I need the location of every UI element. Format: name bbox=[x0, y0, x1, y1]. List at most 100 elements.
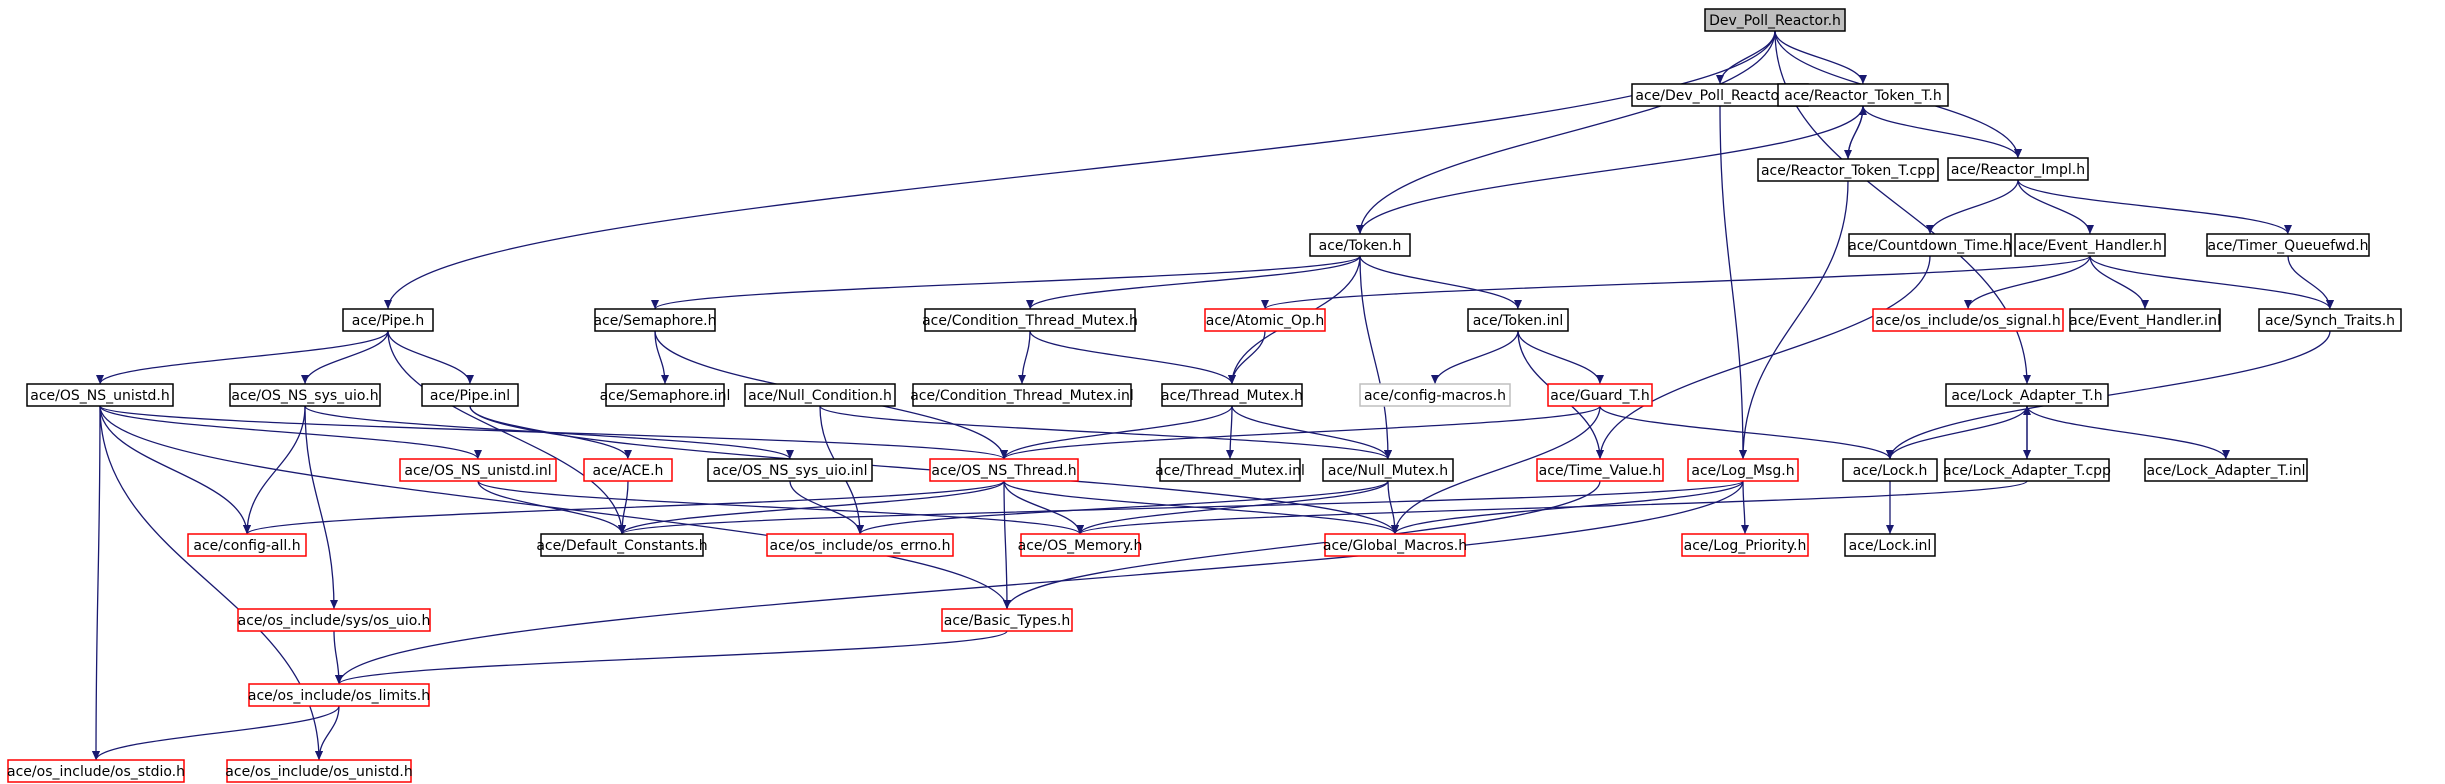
node-lock-h[interactable]: ace/Lock.h bbox=[1842, 458, 1938, 482]
node-atomic-op[interactable]: ace/Atomic_Op.h bbox=[1204, 308, 1326, 332]
node-box bbox=[1467, 308, 1569, 332]
node-label: ace/Pipe.inl bbox=[430, 388, 510, 404]
node-ctm-h[interactable]: ace/Condition_Thread_Mutex.h bbox=[922, 308, 1138, 332]
edge-guard_t-to-global_macros bbox=[1391, 405, 1601, 535]
node-lock-inl[interactable]: ace/Lock.inl bbox=[1844, 533, 1936, 557]
edge-event_handler-to-eh_inl bbox=[2089, 255, 2149, 310]
node-box bbox=[1704, 8, 1846, 32]
edge-token_inl-to-config_macros bbox=[1431, 330, 1519, 385]
node-os-stdio[interactable]: ace/os_include/os_stdio.h bbox=[7, 759, 185, 783]
node-box bbox=[1547, 383, 1653, 407]
node-log-msg[interactable]: ace/Log_Msg.h bbox=[1687, 458, 1799, 482]
node-log-priority[interactable]: ace/Log_Priority.h bbox=[1681, 533, 1809, 557]
node-os-signal[interactable]: ace/os_include/os_signal.h bbox=[1872, 308, 2064, 332]
node-os-ns-thread[interactable]: ace/OS_NS_Thread.h bbox=[929, 458, 1079, 482]
node-label: Dev_Poll_Reactor.h bbox=[1709, 13, 1841, 29]
node-box bbox=[2258, 308, 2402, 332]
node-token-inl[interactable]: ace/Token.inl bbox=[1467, 308, 1569, 332]
node-os-memory[interactable]: ace/OS_Memory.h bbox=[1018, 533, 1143, 557]
node-label: ace/Semaphore.h bbox=[593, 313, 716, 329]
edge-countdown-to-time_value bbox=[1596, 255, 1931, 460]
node-global-macros[interactable]: ace/Global_Macros.h bbox=[1323, 533, 1467, 557]
node-box bbox=[941, 608, 1073, 632]
node-label: ace/Default_Constants.h bbox=[536, 538, 707, 554]
node-os-unistd[interactable]: ace/os_include/os_unistd.h bbox=[225, 759, 413, 783]
node-config-all[interactable]: ace/config-all.h bbox=[187, 533, 307, 557]
node-guard-t[interactable]: ace/Guard_T.h bbox=[1547, 383, 1653, 407]
node-event-handler[interactable]: ace/Event_Handler.h bbox=[2014, 233, 2166, 257]
node-layer: Dev_Poll_Reactor.h ace/Dev_Poll_Reactor.i… bbox=[7, 8, 2402, 783]
node-label: ace/Null_Mutex.h bbox=[1328, 463, 1448, 479]
node-box bbox=[2069, 308, 2221, 332]
node-time-value[interactable]: ace/Time_Value.h bbox=[1536, 458, 1664, 482]
node-os-ns-sys-uio-inl[interactable]: ace/OS_NS_sys_uio.inl bbox=[707, 458, 873, 482]
node-semaphore-inl[interactable]: ace/Semaphore.inl bbox=[600, 383, 731, 407]
edge-rtt_h-to-token_h bbox=[1356, 105, 1864, 235]
node-box bbox=[707, 458, 873, 482]
node-box bbox=[540, 533, 704, 557]
node-box bbox=[2144, 458, 2308, 482]
node-box bbox=[248, 683, 430, 707]
node-rtt-cpp[interactable]: ace/Reactor_Token_T.cpp bbox=[1757, 158, 1939, 182]
edge-ctm_h-to-ctm_inl bbox=[1018, 330, 1031, 385]
node-box bbox=[1842, 458, 1938, 482]
node-box bbox=[399, 458, 557, 482]
node-eh-inl[interactable]: ace/Event_Handler.inl bbox=[2069, 308, 2221, 332]
node-root[interactable]: Dev_Poll_Reactor.h bbox=[1704, 8, 1846, 32]
node-basic-types[interactable]: ace/Basic_Types.h bbox=[941, 608, 1073, 632]
node-rtt-h[interactable]: ace/Reactor_Token_T.h bbox=[1777, 83, 1949, 107]
node-ctm-inl[interactable]: ace/Condition_Thread_Mutex.inl bbox=[910, 383, 1134, 407]
node-pipe-inl[interactable]: ace/Pipe.inl bbox=[421, 383, 519, 407]
node-default-constants[interactable]: ace/Default_Constants.h bbox=[536, 533, 708, 557]
node-box bbox=[1947, 157, 2089, 181]
edge-pipe_h-to-os_ns_sys_uio_h bbox=[301, 330, 389, 385]
node-pipe-h[interactable]: ace/Pipe.h bbox=[342, 308, 434, 332]
node-label: ace/os_include/os_unistd.h bbox=[225, 764, 412, 780]
node-label: ace/Reactor_Token_T.cpp bbox=[1761, 163, 1935, 179]
node-os-errno[interactable]: ace/os_include/os_errno.h bbox=[766, 533, 954, 557]
node-ace-h[interactable]: ace/ACE.h bbox=[583, 458, 673, 482]
node-semaphore-h[interactable]: ace/Semaphore.h bbox=[593, 308, 717, 332]
node-thread-mutex-h[interactable]: ace/Thread_Mutex.h bbox=[1161, 383, 1303, 407]
edge-basic_types-to-os_limits bbox=[335, 630, 1008, 685]
edge-reactor_impl-to-timer_qfwd bbox=[2017, 179, 2292, 235]
node-os-ns-sys-uio-h[interactable]: ace/OS_NS_sys_uio.h bbox=[229, 383, 381, 407]
node-dpr-inl[interactable]: ace/Dev_Poll_Reactor.inl bbox=[1631, 83, 1809, 107]
edge-log_msg-to-global_macros bbox=[1391, 480, 1744, 535]
edge-token_h-to-semaphore_h bbox=[651, 255, 1361, 310]
node-countdown[interactable]: ace/Countdown_Time.h bbox=[1848, 233, 2012, 257]
node-reactor-impl[interactable]: ace/Reactor_Impl.h bbox=[1947, 157, 2089, 181]
edge-null_mutex-to-os_errno bbox=[856, 480, 1389, 535]
node-os-ns-unistd-inl[interactable]: ace/OS_NS_unistd.inl bbox=[399, 458, 557, 482]
node-label: ace/Reactor_Impl.h bbox=[1951, 162, 2085, 178]
node-null-condition[interactable]: ace/Null_Condition.h bbox=[744, 383, 896, 407]
node-sys-os-uio[interactable]: ace/os_include/sys/os_uio.h bbox=[237, 608, 431, 632]
edge-root-to-rtt_h bbox=[1774, 30, 1867, 85]
node-box bbox=[237, 608, 431, 632]
node-lock-adapter-cpp[interactable]: ace/Lock_Adapter_T.cpp bbox=[1943, 458, 2111, 482]
node-label: ace/OS_Memory.h bbox=[1018, 538, 1143, 554]
node-config-macros[interactable]: ace/config-macros.h bbox=[1359, 383, 1511, 407]
node-label: ace/Lock.h bbox=[1853, 463, 1928, 479]
node-box bbox=[229, 383, 381, 407]
node-thread-mutex-inl[interactable]: ace/Thread_Mutex.inl bbox=[1155, 458, 1305, 482]
node-synch-traits[interactable]: ace/Synch_Traits.h bbox=[2258, 308, 2402, 332]
node-label: ace/ACE.h bbox=[593, 463, 664, 479]
node-timer-qfwd[interactable]: ace/Timer_Queuefwd.h bbox=[2206, 233, 2370, 257]
node-box bbox=[1161, 383, 1303, 407]
node-lock-adapter-inl[interactable]: ace/Lock_Adapter_T.inl bbox=[2144, 458, 2308, 482]
node-box bbox=[1309, 233, 1411, 257]
edge-os_limits-to-os_unistd bbox=[315, 705, 340, 761]
node-box bbox=[1844, 533, 1936, 557]
node-token-h[interactable]: ace/Token.h bbox=[1309, 233, 1411, 257]
node-box bbox=[912, 383, 1132, 407]
edge-synch_traits-to-lock_h bbox=[1886, 330, 2331, 460]
node-label: ace/os_include/os_stdio.h bbox=[7, 764, 185, 780]
node-null-mutex[interactable]: ace/Null_Mutex.h bbox=[1322, 458, 1454, 482]
node-label: ace/Lock_Adapter_T.h bbox=[1951, 388, 2102, 404]
edge-event_handler-to-os_signal bbox=[1964, 255, 2091, 310]
node-label: ace/Lock_Adapter_T.cpp bbox=[1943, 463, 2111, 479]
node-lock-adapter-h[interactable]: ace/Lock_Adapter_T.h bbox=[1945, 383, 2109, 407]
node-os-ns-unistd-h[interactable]: ace/OS_NS_unistd.h bbox=[26, 383, 174, 407]
node-os-limits[interactable]: ace/os_include/os_limits.h bbox=[248, 683, 430, 707]
